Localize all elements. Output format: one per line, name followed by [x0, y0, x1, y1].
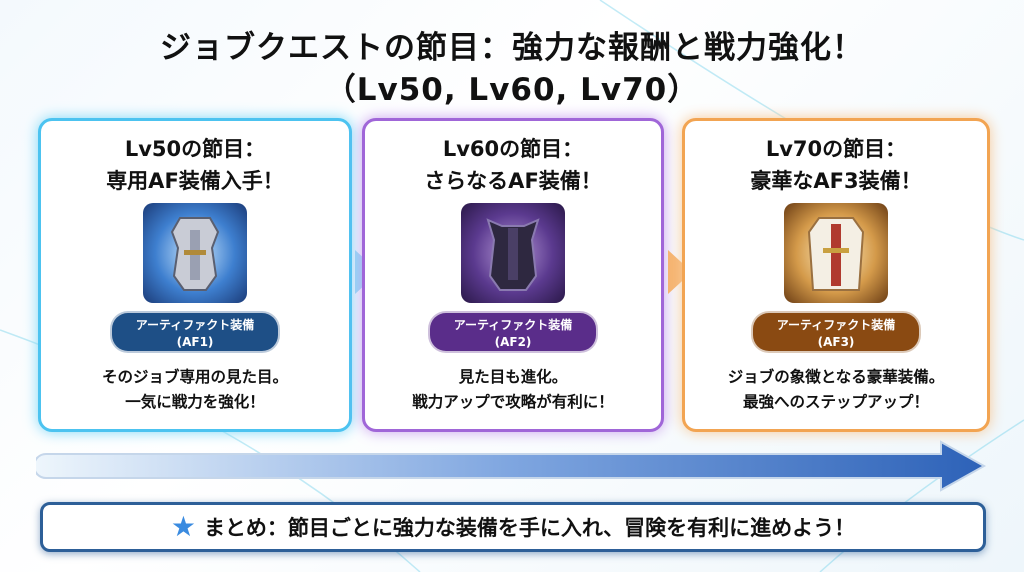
page-title: ジョブクエストの節目：強力な報酬と戦力強化！ [160, 30, 864, 66]
card-description: 一気に戦力を強化！ [125, 393, 265, 411]
card-description: ジョブの象徴となる豪華装備。 [727, 368, 945, 386]
af3-badge: アーティファクト装備 (AF3) [751, 311, 921, 353]
card-heading: Lv60の節目： [442, 137, 584, 161]
badge-code: (AF3) [817, 335, 855, 349]
badge-label: アーティファクト装備 [776, 318, 896, 332]
badge-label: アーティファクト装備 [135, 318, 255, 332]
summary-text: まとめ：節目ごとに強力な装備を手に入れ、冒険を有利に進めよう！ [203, 516, 856, 540]
progress-arrow [36, 440, 987, 492]
card-heading: Lv70の節目： [765, 137, 907, 161]
card-description: 戦力アップで攻略が有利に！ [412, 393, 614, 411]
armor-af2-image [461, 203, 565, 303]
badge-code: (AF1) [176, 335, 214, 349]
milestone-card-lv50: Lv50の節目： 専用AF装備入手！ アーティファクト装備 (AF1) そのジョ… [38, 118, 352, 432]
milestone-card-lv70: Lv70の節目： 豪華なAF3装備！ アーティファクト装備 (AF3) ジョブの… [682, 118, 990, 432]
summary-box: ★ まとめ：節目ごとに強力な装備を手に入れ、冒険を有利に進めよう！ [40, 502, 986, 552]
star-icon: ★ [170, 510, 196, 543]
card-description: そのジョブ専用の見た目。 [101, 368, 288, 386]
card-description: 最強へのステップアップ！ [742, 393, 929, 411]
af2-badge: アーティファクト装備 (AF2) [428, 311, 598, 353]
card-heading: 豪華なAF3装備！ [750, 169, 922, 193]
armor-af3-image [784, 203, 888, 303]
card-heading: さらなるAF装備！ [424, 169, 602, 193]
badge-label: アーティファクト装備 [453, 318, 573, 332]
af1-badge: アーティファクト装備 (AF1) [110, 311, 280, 353]
badge-code: (AF2) [494, 335, 532, 349]
card-heading: Lv50の節目： [124, 137, 266, 161]
milestone-card-lv60: Lv60の節目： さらなるAF装備！ アーティファクト装備 (AF2) 見た目も… [362, 118, 664, 432]
card-description: 見た目も進化。 [458, 368, 568, 386]
armor-af1-image [143, 203, 247, 303]
card-heading: 専用AF装備入手！ [106, 169, 284, 193]
page-subtitle: （Lv50, Lv60, Lv70） [324, 72, 700, 108]
